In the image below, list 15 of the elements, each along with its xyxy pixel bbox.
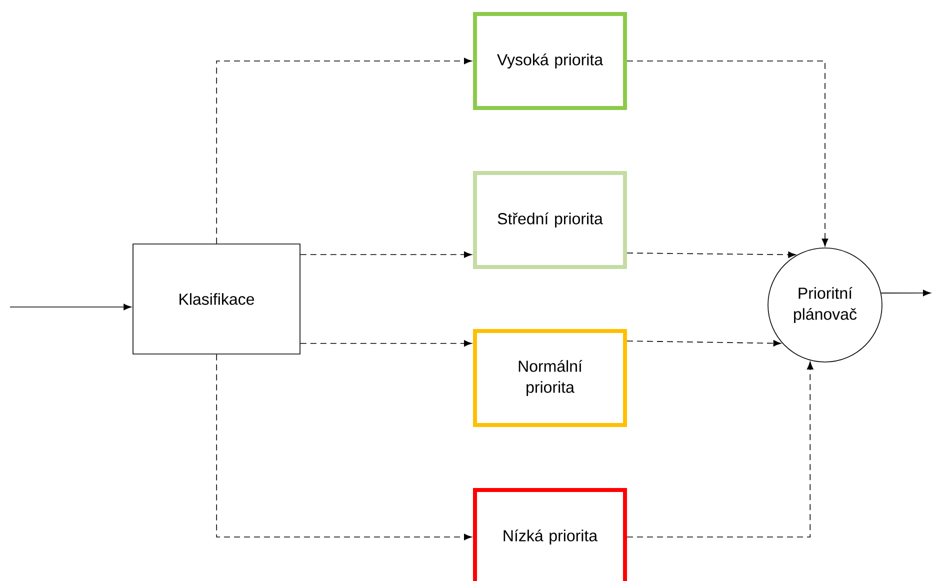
arrow — [626, 60, 828, 246]
arrow — [10, 304, 132, 310]
arrow — [300, 340, 472, 347]
arrow — [880, 290, 931, 296]
arrow — [216, 354, 472, 540]
arrow — [626, 340, 782, 346]
priority-box: Střední priorita — [473, 171, 627, 269]
arrow — [216, 58, 472, 244]
classifier-box: Klasifikace — [132, 244, 300, 354]
arrow — [626, 362, 814, 538]
priority-box: Nízká priorita — [473, 488, 627, 581]
priority-box: Vysoká priorita — [473, 12, 627, 110]
priority-box: Normální priorita — [473, 329, 627, 427]
arrow — [626, 252, 796, 258]
arrow — [300, 251, 472, 258]
